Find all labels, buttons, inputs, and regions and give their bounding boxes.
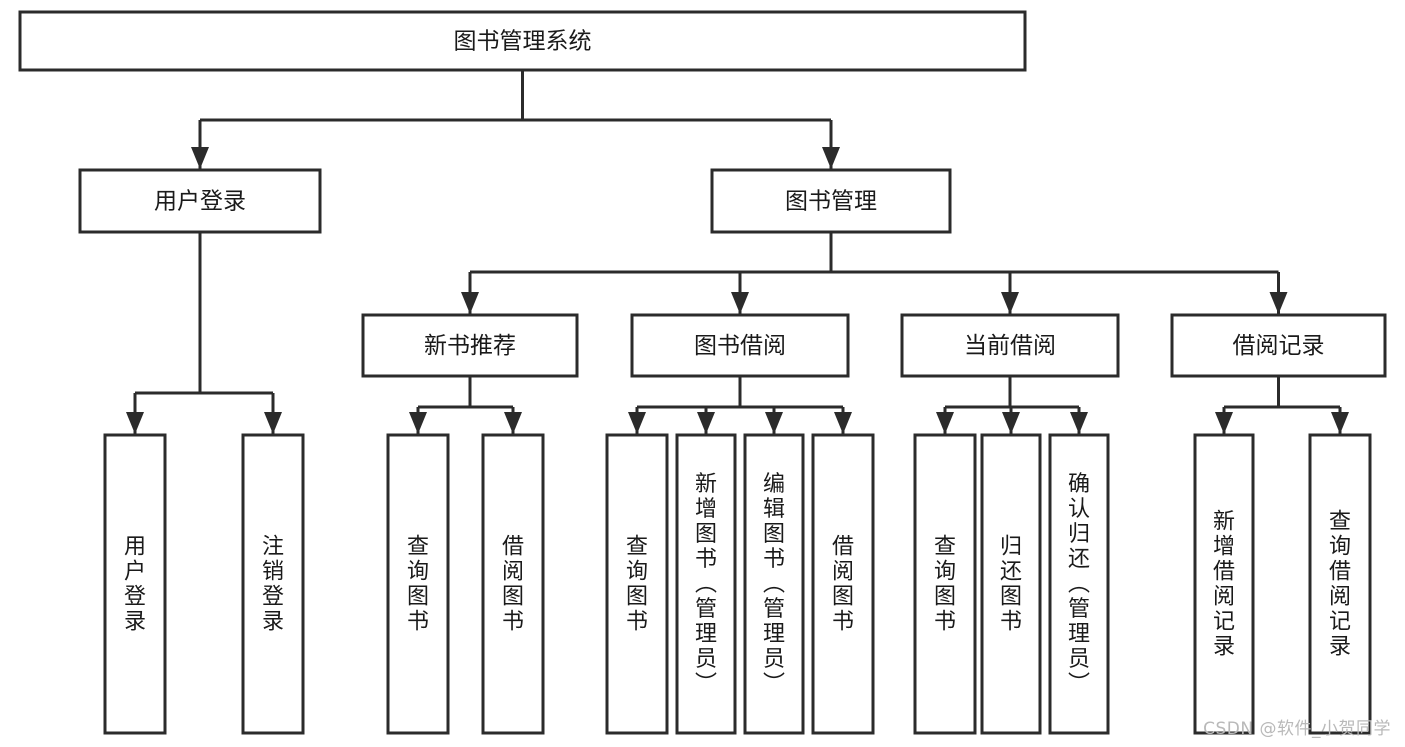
arrow-head-book-borrow <box>731 292 749 314</box>
node-label-leaf-user-login: 用户登录 <box>124 535 146 635</box>
node-label-new-book-recommend: 新书推荐 <box>424 333 516 359</box>
node-leaf-borrow-book-rec[interactable]: 借阅图书 <box>481 433 545 735</box>
node-label-leaf-query-borrow-record: 查询借阅记录 <box>1329 510 1351 660</box>
arrow-head-leaf-query-book-current <box>936 412 954 434</box>
node-current-borrow[interactable]: 当前借阅 <box>900 313 1120 378</box>
arrow-head-leaf-logout <box>264 412 282 434</box>
arrow-head-leaf-borrow-book-rec <box>504 412 522 434</box>
arrow-head-leaf-query-borrow-record <box>1331 412 1349 434</box>
node-leaf-query-book-borrow[interactable]: 查询图书 <box>605 433 669 735</box>
node-box-leaf-user-login <box>103 433 167 735</box>
node-box-leaf-add-borrow-record <box>1193 433 1255 735</box>
node-leaf-logout[interactable]: 注销登录 <box>241 433 305 735</box>
arrow-head-leaf-query-book-rec <box>409 412 427 434</box>
node-box-leaf-query-borrow-record <box>1308 433 1372 735</box>
node-borrow-record[interactable]: 借阅记录 <box>1170 313 1387 378</box>
node-box-leaf-return-book <box>980 433 1042 735</box>
node-box-leaf-query-book-rec <box>386 433 450 735</box>
node-leaf-user-login[interactable]: 用户登录 <box>103 433 167 735</box>
node-leaf-borrow-book[interactable]: 借阅图书 <box>811 433 875 735</box>
node-label-leaf-borrow-book-rec: 借阅图书 <box>502 535 524 635</box>
node-box-leaf-add-book-admin <box>675 433 737 735</box>
arrow-head-book-manage <box>822 147 840 169</box>
node-leaf-edit-book-admin[interactable]: 编辑图书︵管理员︶ <box>743 433 805 735</box>
node-label-borrow-record: 借阅记录 <box>1233 333 1325 359</box>
arrow-head-borrow-record <box>1269 292 1288 314</box>
node-leaf-return-book[interactable]: 归还图书 <box>980 433 1042 735</box>
arrow-head-current-borrow <box>1001 292 1019 314</box>
node-label-leaf-add-book-admin: 新增图书︵管理员︶ <box>695 472 717 697</box>
node-new-book-recommend[interactable]: 新书推荐 <box>361 313 579 378</box>
node-box-book-borrow <box>630 313 850 378</box>
node-label-leaf-edit-book-admin: 编辑图书︵管理员︶ <box>763 472 785 697</box>
node-box-current-borrow <box>900 313 1120 378</box>
node-leaf-query-book-rec[interactable]: 查询图书 <box>386 433 450 735</box>
connector-edges-layer <box>126 70 1349 434</box>
node-leaf-add-book-admin[interactable]: 新增图书︵管理员︶ <box>675 433 737 735</box>
arrow-head-leaf-query-book-borrow <box>628 412 646 434</box>
node-label-user-login: 用户登录 <box>154 189 246 215</box>
node-leaf-confirm-return-admin[interactable]: 确认归还︵管理员︶ <box>1048 433 1110 735</box>
node-box-leaf-query-book-borrow <box>605 433 669 735</box>
arrow-head-leaf-return-book <box>1002 412 1020 434</box>
node-leaf-add-borrow-record[interactable]: 新增借阅记录 <box>1193 433 1255 735</box>
node-user-login[interactable]: 用户登录 <box>78 168 322 234</box>
node-label-leaf-query-book-borrow: 查询图书 <box>626 535 648 635</box>
node-box-leaf-borrow-book-rec <box>481 433 545 735</box>
node-box-leaf-edit-book-admin <box>743 433 805 735</box>
node-box-leaf-logout <box>241 433 305 735</box>
node-book-borrow[interactable]: 图书借阅 <box>630 313 850 378</box>
node-label-leaf-logout: 注销登录 <box>262 535 284 635</box>
node-box-new-book-recommend <box>361 313 579 378</box>
arrow-head-user-login <box>191 147 209 169</box>
node-book-manage[interactable]: 图书管理 <box>710 168 952 234</box>
arrow-head-leaf-edit-book-admin <box>765 412 783 434</box>
node-label-book-borrow: 图书借阅 <box>694 333 786 359</box>
node-box-leaf-borrow-book <box>811 433 875 735</box>
node-leaf-query-borrow-record[interactable]: 查询借阅记录 <box>1308 433 1372 735</box>
arrow-head-leaf-add-book-admin <box>697 412 715 434</box>
node-root[interactable]: 图书管理系统 <box>18 10 1027 72</box>
node-label-current-borrow: 当前借阅 <box>964 333 1056 359</box>
node-box-user-login <box>78 168 322 234</box>
node-label-leaf-borrow-book: 借阅图书 <box>832 535 854 635</box>
node-label-leaf-query-book-current: 查询图书 <box>934 535 956 635</box>
node-label-book-manage: 图书管理 <box>785 189 877 215</box>
arrow-head-leaf-borrow-book <box>834 412 852 434</box>
node-label-leaf-return-book: 归还图书 <box>1000 535 1022 635</box>
arrow-head-new-book-recommend <box>461 292 479 314</box>
arrow-head-leaf-add-borrow-record <box>1215 412 1233 434</box>
node-box-borrow-record <box>1170 313 1387 378</box>
node-label-leaf-query-book-rec: 查询图书 <box>407 535 429 635</box>
node-box-root <box>18 10 1027 72</box>
node-label-leaf-confirm-return-admin: 确认归还︵管理员︶ <box>1068 472 1090 697</box>
arrow-head-leaf-user-login <box>126 412 144 434</box>
node-box-leaf-query-book-current <box>913 433 977 735</box>
nodes-layer: 图书管理系统用户登录图书管理新书推荐图书借阅当前借阅借阅记录用户登录注销登录查询… <box>18 10 1387 735</box>
node-label-leaf-add-borrow-record: 新增借阅记录 <box>1213 510 1235 660</box>
node-label-root: 图书管理系统 <box>454 29 592 55</box>
node-box-book-manage <box>710 168 952 234</box>
node-box-leaf-confirm-return-admin <box>1048 433 1110 735</box>
arrow-head-leaf-confirm-return-admin <box>1070 412 1088 434</box>
node-leaf-query-book-current[interactable]: 查询图书 <box>913 433 977 735</box>
